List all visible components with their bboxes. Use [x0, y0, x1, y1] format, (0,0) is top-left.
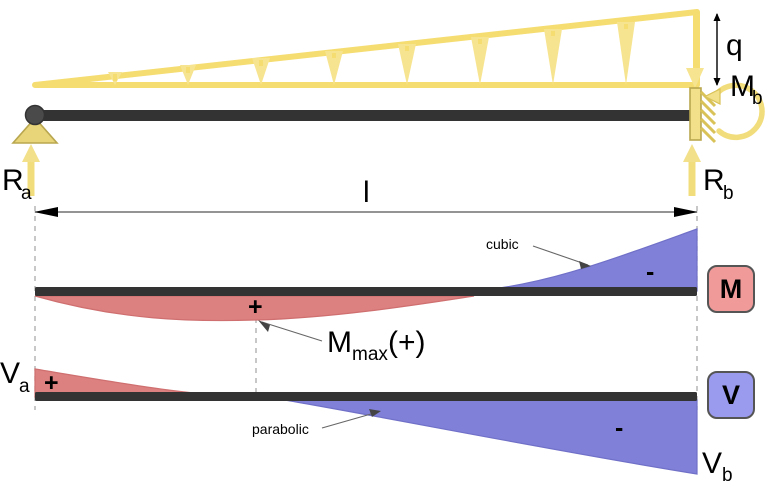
shear-negative-area — [284, 399, 698, 475]
fixed-support-right — [689, 87, 717, 144]
shear-a-symbol: V — [0, 357, 20, 390]
reaction-b-symbol: R — [703, 164, 725, 197]
moment-baseline — [35, 287, 697, 296]
parabolic-callout: parabolic — [252, 409, 381, 437]
shear-diagram: + - V a V b parabolic V — [0, 357, 755, 486]
moment-b-arrow — [703, 82, 765, 141]
badge-shear-label: V — [722, 380, 740, 410]
mmax-subscript: max — [352, 344, 388, 365]
load-arrows — [108, 22, 635, 85]
moment-positive-area — [34, 295, 475, 322]
load-arrow-stems — [113, 14, 697, 81]
span-arrow-right — [674, 207, 698, 217]
mmax-suffix: (+) — [388, 326, 426, 359]
pin-support-hinge — [24, 104, 46, 126]
shear-b-symbol: V — [702, 447, 722, 480]
moment-plus-sign: + — [248, 293, 263, 321]
span-label: l — [363, 176, 370, 209]
beam-member — [35, 110, 697, 121]
pin-support-left — [11, 104, 59, 144]
cubic-callout: cubic — [486, 236, 591, 269]
parabolic-label: parabolic — [252, 421, 309, 437]
mmax-callout: M max (+) — [258, 320, 426, 365]
fixed-support-bar — [689, 87, 702, 141]
badge-moment-label: M — [720, 274, 743, 304]
beam-group: M b R a R b — [2, 70, 765, 204]
span-dimension: l — [34, 176, 698, 217]
moment-diagram: + - cubic M max (+) M — [34, 228, 755, 365]
distributed-load-group: q — [32, 9, 743, 88]
shear-baseline — [35, 392, 697, 401]
shear-b-label: V b — [702, 447, 733, 486]
moment-b-label: M b — [730, 70, 763, 109]
moment-minus-sign: - — [646, 258, 654, 286]
reaction-b-label: R b — [703, 164, 734, 204]
load-triangle — [32, 9, 700, 88]
reaction-b-arrow — [683, 144, 701, 196]
load-intensity-label: q — [726, 29, 743, 62]
span-arrow-left — [34, 207, 58, 217]
shear-a-subscript: a — [19, 376, 30, 397]
shear-minus-sign: - — [615, 414, 623, 442]
badge-shear[interactable]: V — [707, 371, 755, 419]
load-arrow-end — [686, 68, 704, 88]
moment-b-symbol: M — [730, 70, 755, 103]
badge-moment[interactable]: M — [707, 265, 755, 313]
shear-plus-sign: + — [44, 369, 59, 397]
reaction-a-symbol: R — [2, 164, 24, 197]
reaction-b-subscript: b — [723, 183, 734, 204]
shear-b-subscript: b — [722, 465, 733, 486]
reaction-a-arrow — [22, 144, 40, 196]
shear-a-label: V a — [0, 357, 30, 397]
q-dimension — [713, 13, 721, 86]
moment-b-subscript: b — [752, 88, 763, 109]
pin-support-triangle — [11, 116, 59, 144]
mmax-symbol: M — [327, 326, 352, 359]
fixed-support-hatching — [699, 90, 717, 144]
reaction-a-label: R a — [2, 164, 32, 204]
reaction-a-subscript: a — [21, 183, 32, 204]
cubic-label: cubic — [486, 236, 519, 252]
